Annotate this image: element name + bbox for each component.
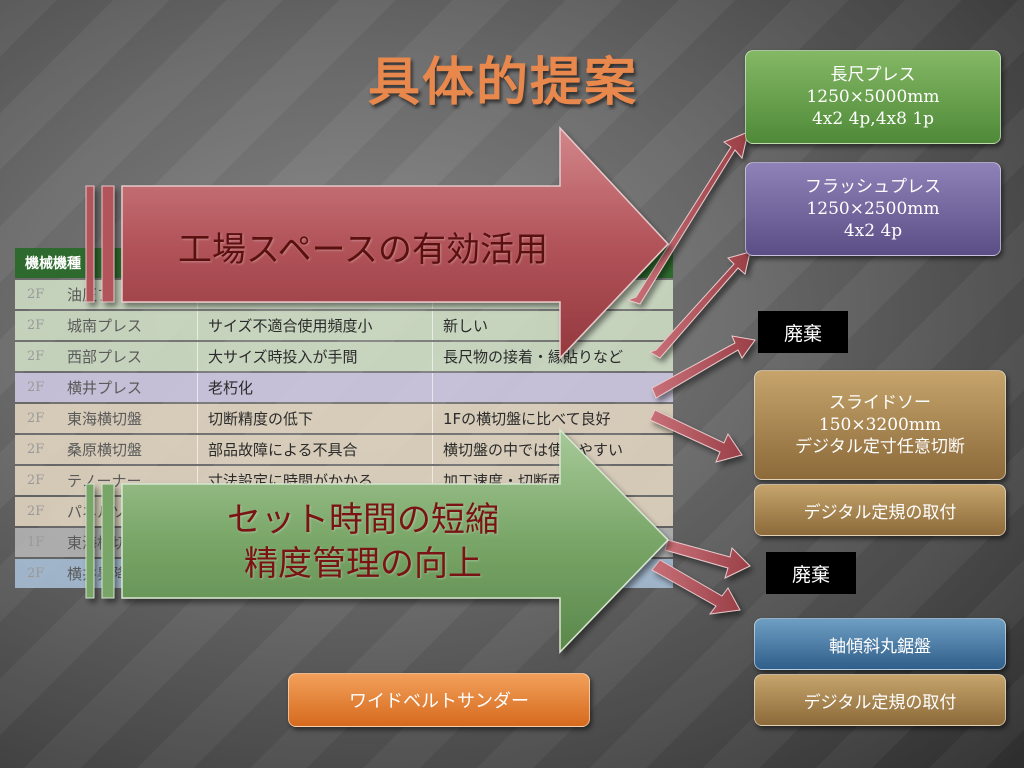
arrow-label-setup: セット時間の短縮 精度管理の向上 — [128, 498, 598, 586]
row-floor: 2F — [27, 504, 45, 519]
row-issue: 切断精度の低下 — [197, 404, 432, 433]
row-issue: 大サイズ時投入が手間 — [197, 342, 432, 371]
row-note — [432, 373, 673, 402]
row-floor: 2F — [27, 287, 45, 302]
page-title: 具体的提案 — [368, 53, 639, 113]
row-floor: 2F — [27, 442, 45, 457]
row-floor: 2F — [27, 318, 45, 333]
row-machine-name: 横井プレス — [67, 379, 143, 397]
row-floor: 2F — [27, 473, 45, 488]
discard-label-2: 廃棄 — [766, 552, 856, 594]
row-issue: サイズ不適合使用頻度小 — [197, 311, 432, 340]
long-press-spec: 4x2 4p,4x8 1p — [811, 109, 935, 130]
row-machine-name: 城南プレス — [67, 317, 143, 335]
digital-ruler-box-1: デジタル定規の取付 — [754, 484, 1006, 536]
connector-arrow-discard-2 — [664, 539, 751, 579]
header-machine-type: 機械機種 — [25, 256, 81, 272]
row-floor: 2F — [27, 411, 45, 426]
row-floor: 2F — [27, 349, 45, 364]
discard-label-1: 廃棄 — [758, 311, 848, 353]
row-issue: 部品故障による不具合 — [197, 435, 432, 464]
long-press-box: 長尺プレス 1250×5000mm 4x2 4p,4x8 1p — [745, 50, 1001, 144]
connector-arrow-long-press — [626, 131, 749, 305]
flush-press-box: フラッシュプレス 1250×2500mm 4x2 4p — [745, 162, 1001, 256]
flush-press-spec: 4x2 4p — [843, 221, 903, 242]
arrow-label-setup-line1: セット時間の短縮 — [227, 500, 499, 540]
row-machine-name: 西部プレス — [67, 348, 143, 366]
row-issue: 老朽化 — [197, 373, 432, 402]
connector-arrow-shaft-saw — [651, 559, 741, 615]
big-arrow-space — [85, 126, 670, 360]
wide-sander-box: ワイドベルトサンダー — [288, 673, 590, 727]
long-press-size: 1250×5000mm — [806, 86, 940, 107]
row-floor: 2F — [27, 566, 45, 581]
connector-arrows — [626, 131, 756, 615]
slide-saw-title: スライドソー — [829, 392, 931, 413]
row-floor: 1F — [27, 535, 45, 550]
row-note: 長尺物の接着・縁貼りなど — [432, 342, 673, 371]
shaft-saw-box: 軸傾斜丸鋸盤 — [754, 618, 1006, 670]
connector-arrow-slide-saw — [649, 409, 743, 463]
row-machine-name: 東海横切盤 — [67, 410, 143, 428]
connector-arrow-discard-1 — [651, 335, 756, 399]
slide-saw-box: スライドソー 150×3200mm デジタル定寸任意切断 — [754, 370, 1006, 480]
flush-press-size: 1250×2500mm — [806, 198, 940, 219]
row-note: 新しい — [432, 311, 673, 340]
arrow-label-setup-line2: 精度管理の向上 — [244, 544, 482, 584]
table-row: 2F 横井プレス 老朽化 — [15, 373, 673, 402]
slide-saw-size: 150×3200mm — [818, 414, 942, 435]
arrow-label-space: 工場スペースの有効活用 — [178, 230, 548, 270]
long-press-title: 長尺プレス — [830, 64, 916, 85]
row-floor: 2F — [27, 380, 45, 395]
slide-saw-feature: デジタル定寸任意切断 — [795, 437, 965, 458]
row-machine-name: 桑原横切盤 — [67, 441, 143, 459]
big-arrow-setup — [85, 428, 670, 654]
digital-ruler-box-2: デジタル定規の取付 — [754, 674, 1006, 726]
row-note: 1Fの横切盤に比べて良好 — [432, 404, 673, 433]
flush-press-title: フラッシュプレス — [805, 176, 941, 197]
